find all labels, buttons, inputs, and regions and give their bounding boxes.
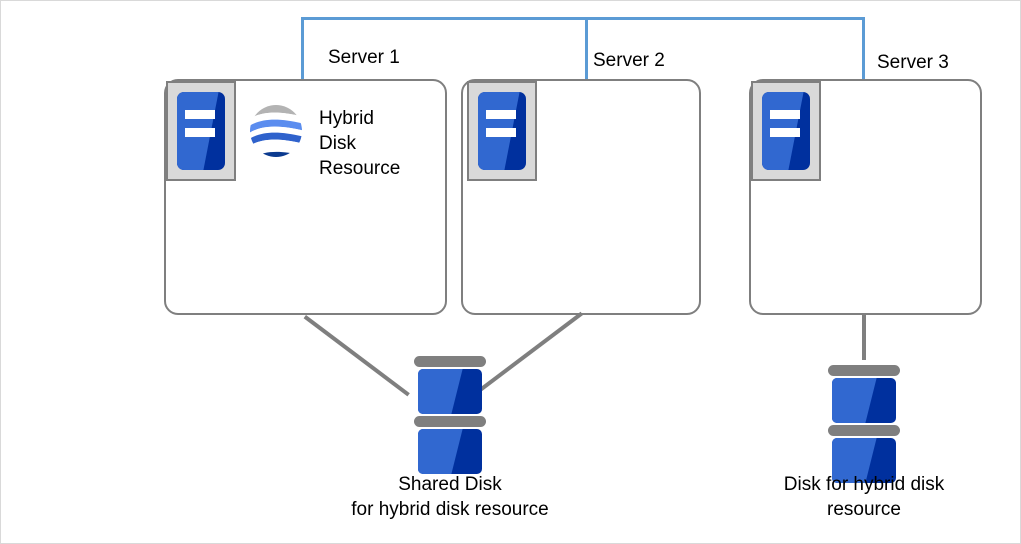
server-label-2: Server 2 <box>593 50 665 71</box>
shared-disk-caption-line1: Shared Disk <box>398 474 502 495</box>
disk-cap-top <box>414 356 486 367</box>
hybrid-disk-resource-label-line1: Hybrid <box>319 108 374 129</box>
server-label-1: Server 1 <box>328 47 400 68</box>
disk-cap-middle <box>414 416 486 427</box>
server-icon-bar-bottom <box>486 128 516 137</box>
disk-cap-middle <box>828 425 900 436</box>
disk-platter-upper <box>418 369 482 414</box>
interconnect-drop-server-2 <box>585 17 588 79</box>
server-icon-bar-bottom <box>770 128 800 137</box>
connector-server-1-to-shared-disk <box>303 315 410 397</box>
server-icon-bar-top <box>185 110 215 119</box>
shared-disk-caption-line2: for hybrid disk resource <box>351 499 549 520</box>
server-3-disk-caption-line1: Disk for hybrid disk <box>783 474 945 495</box>
server-icon-bar-bottom <box>185 128 215 137</box>
globe-icon <box>249 104 303 158</box>
disk-platter-lower <box>418 429 482 474</box>
disk-platter-upper <box>832 378 896 423</box>
connector-server-2-to-shared-disk <box>476 311 583 394</box>
interconnect-horizontal-line <box>301 17 865 20</box>
server-icon-body <box>762 92 810 170</box>
server-icon-3 <box>751 81 821 181</box>
hybrid-disk-resource-label-line3: Resource <box>319 158 401 179</box>
server-label-3: Server 3 <box>877 52 949 73</box>
server-icon-body <box>177 92 225 170</box>
disk-stack-icon-server-3 <box>828 365 900 483</box>
server-icon-body <box>478 92 526 170</box>
connector-server-3-to-disk <box>862 315 866 360</box>
hybrid-disk-resource-label-line2: Disk <box>319 133 356 154</box>
shared-disk-caption: Shared Disk for hybrid disk resource <box>300 472 600 522</box>
interconnect-drop-server-3 <box>862 17 865 79</box>
disk-cap-top <box>828 365 900 376</box>
server-3-disk-caption-line2: resource <box>827 499 901 520</box>
server-icon-1 <box>166 81 236 181</box>
disk-stack-icon-shared <box>414 356 486 474</box>
server-box-1[interactable] <box>164 79 447 315</box>
server-icon-bar-top <box>770 110 800 119</box>
server-3-disk-caption: Disk for hybrid disk resource <box>714 472 1014 522</box>
server-icon-bar-top <box>486 110 516 119</box>
disk-platter-lower <box>832 438 896 483</box>
interconnect-drop-server-1 <box>301 17 304 79</box>
server-icon-2 <box>467 81 537 181</box>
hybrid-disk-resource-label: Hybrid Disk Resource <box>319 106 400 181</box>
